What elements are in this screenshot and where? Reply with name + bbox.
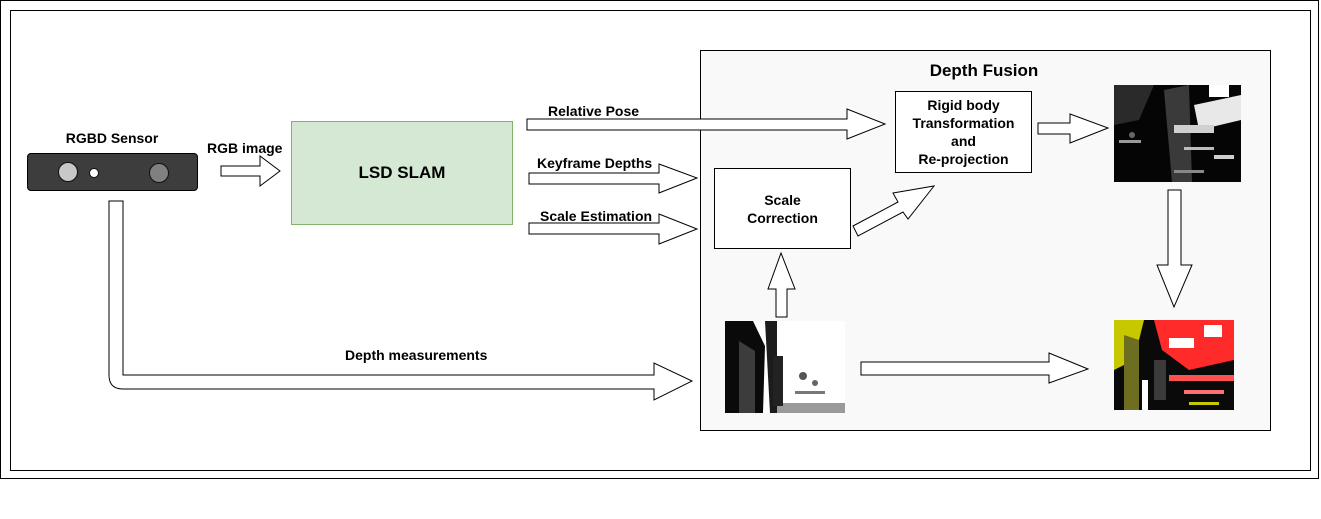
depth-measurements-arrow [108,200,694,401]
depth-fusion-title: Depth Fusion [929,61,1039,80]
scale-to-rigid-arrow [852,185,936,237]
keyframe-depths-label: Keyframe Depths [537,155,653,171]
scale-estimation-arrow [528,213,699,245]
rigid-line1: Rigid body [927,97,1000,113]
rigid-line3: and [951,133,976,149]
depth-up-arrow [767,251,796,318]
relative-pose-arrow [526,108,887,140]
rigid-line4: Re-projection [918,151,1009,167]
fused-depth-image [1114,320,1234,410]
lsd-slam-box: LSD SLAM [291,121,513,225]
reprojected-depth-image [1114,85,1241,182]
inner-frame [10,10,1311,471]
sensor-lens-left-icon [58,162,78,182]
rigid-body-box: Rigid body Transformation and Re-project… [895,91,1032,173]
rgb-image-label: RGB image [207,140,283,156]
scale-correction-box: Scale Correction [714,168,851,249]
depth-measurements-label: Depth measurements [345,347,488,363]
sensor-lens-right-icon [149,163,169,183]
sensor-ir-dot-icon [89,168,99,178]
relative-pose-label: Relative Pose [548,103,640,119]
scale-correction-line1: Scale [764,191,801,208]
down-arrow [1156,189,1193,309]
outer-frame [0,0,1319,479]
scale-estimation-label: Scale Estimation [540,208,653,224]
sensor-title: RGBD Sensor [65,130,159,146]
depth-to-fused-arrow [860,352,1090,384]
raw-depth-image [725,321,845,413]
rigid-line2: Transformation [912,115,1015,131]
scale-correction-line2: Correction [747,209,818,226]
keyframe-depths-arrow [528,163,699,194]
rgb-arrow [220,155,281,187]
rgbd-sensor-icon [27,153,198,191]
rigid-to-image-arrow [1037,113,1110,144]
